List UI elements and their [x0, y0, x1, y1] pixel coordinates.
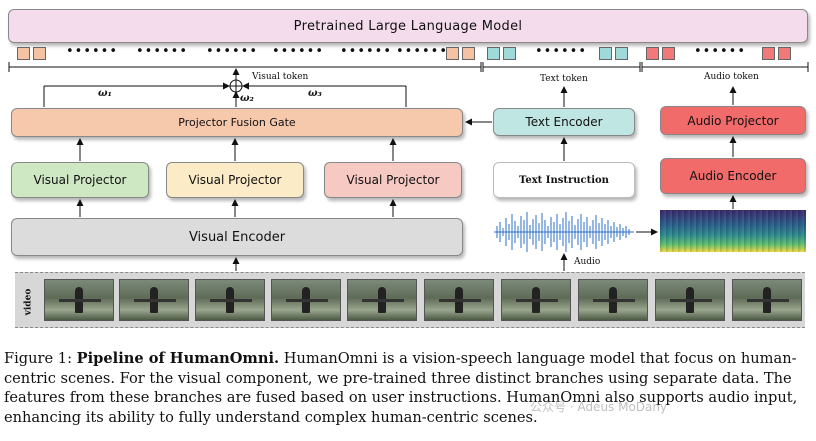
- audio-encoder-box: Audio Encoder: [660, 158, 806, 194]
- token-dots: ••••••: [694, 44, 747, 59]
- text-token: [487, 47, 500, 60]
- audio-projector-label: Audio Projector: [687, 113, 779, 128]
- text-token: [615, 47, 628, 60]
- audio-spectrogram: [660, 210, 806, 252]
- visual-token-label: Visual token: [252, 72, 309, 82]
- visual-projector-1-box: Visual Projector: [11, 162, 149, 198]
- caption-title: Pipeline of HumanOmni.: [76, 350, 280, 367]
- token-dots: ••••••: [206, 44, 259, 59]
- video-frame: [119, 279, 189, 321]
- video-frame: [271, 279, 341, 321]
- visual-projector-2-box: Visual Projector: [166, 162, 304, 198]
- text-instruction-label: Text Instruction: [519, 174, 609, 186]
- token-dots: ••••••: [136, 44, 189, 59]
- text-token: [599, 47, 612, 60]
- audio-token: [762, 47, 775, 60]
- audio-projector-box: Audio Projector: [660, 106, 806, 135]
- visual-projector-2-label: Visual Projector: [188, 173, 282, 187]
- figure-caption: Figure 1: Pipeline of HumanOmni. HumanOm…: [4, 349, 812, 427]
- caption-text: HumanOmni is a vision-speech language mo…: [4, 350, 798, 426]
- token-dots: ••••••: [396, 44, 449, 59]
- video-frame: [424, 279, 494, 321]
- video-frame: [501, 279, 571, 321]
- token-dots: ••••••: [272, 44, 325, 59]
- omega2-label: ω₂: [240, 93, 254, 104]
- token-dots: ••••••: [66, 44, 119, 59]
- omega3-label: ω₃: [308, 88, 322, 99]
- text-token-label: Text token: [540, 74, 588, 84]
- text-encoder-label: Text Encoder: [525, 115, 603, 129]
- visual-projector-3-label: Visual Projector: [346, 173, 440, 187]
- omega1-label: ω₁: [98, 88, 112, 99]
- token-dots: ••••••: [535, 44, 588, 59]
- audio-token-label: Audio token: [704, 72, 759, 82]
- visual-projector-3-box: Visual Projector: [324, 162, 462, 198]
- video-frame: [347, 279, 417, 321]
- visual-encoder-box: Visual Encoder: [11, 218, 463, 256]
- text-encoder-box: Text Encoder: [493, 108, 635, 136]
- llm-label: Pretrained Large Language Model: [293, 18, 523, 34]
- llm-box: Pretrained Large Language Model: [8, 9, 808, 43]
- video-frame: [732, 279, 802, 321]
- watermark: 公众号 · Adeus MoDany: [530, 400, 668, 414]
- visual-encoder-label: Visual Encoder: [188, 229, 286, 245]
- text-token: [503, 47, 516, 60]
- video-frame: [655, 279, 725, 321]
- audio-label: Audio: [574, 257, 601, 267]
- visual-token: [17, 47, 30, 60]
- video-frame: [44, 279, 114, 321]
- audio-token: [646, 47, 659, 60]
- caption-label: Figure 1:: [4, 350, 77, 367]
- video-label: video: [23, 288, 34, 316]
- token-dots: ••••••: [340, 44, 393, 59]
- video-frame: [195, 279, 265, 321]
- audio-token: [778, 47, 791, 60]
- text-instruction-box: Text Instruction: [493, 162, 635, 198]
- video-frame: [578, 279, 648, 321]
- audio-encoder-label: Audio Encoder: [689, 169, 777, 183]
- audio-token: [662, 47, 675, 60]
- visual-projector-1-label: Visual Projector: [33, 173, 127, 187]
- visual-token: [446, 47, 459, 60]
- projector-fusion-gate-label: Projector Fusion Gate: [178, 116, 296, 129]
- visual-token: [33, 47, 46, 60]
- projector-fusion-gate-box: Projector Fusion Gate: [11, 108, 463, 137]
- visual-token: [462, 47, 475, 60]
